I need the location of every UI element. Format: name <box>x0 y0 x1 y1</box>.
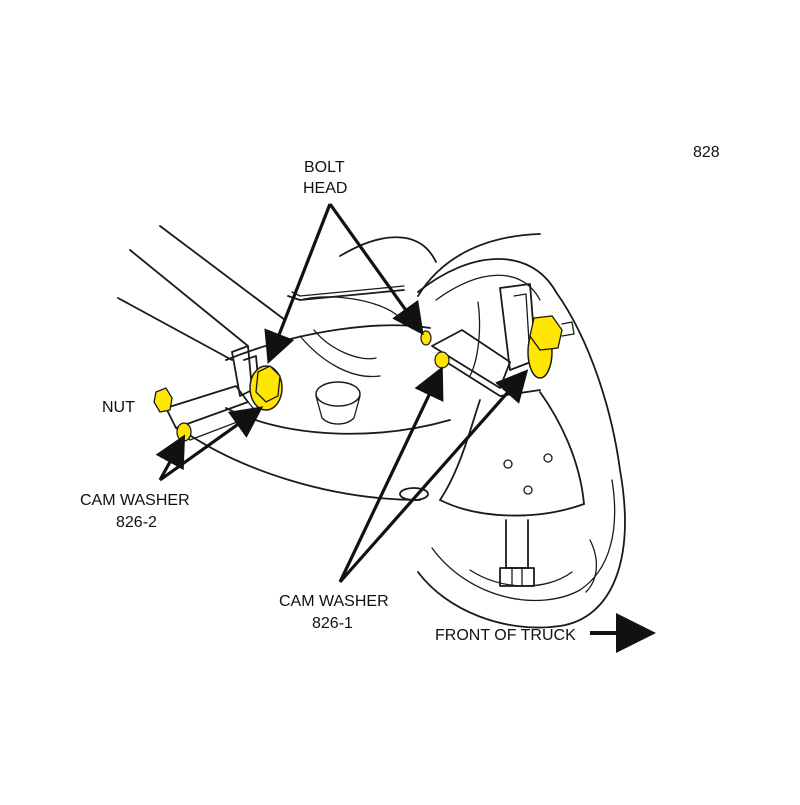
control-arm-tube <box>117 225 399 361</box>
control-arm-body <box>181 285 451 501</box>
cam-washer-826-2-rear <box>176 422 192 442</box>
cam-washer-826-1-rear <box>434 351 450 369</box>
arrow-bolt-head-left <box>264 203 332 364</box>
figure-number: 828 <box>693 144 720 161</box>
nut-part <box>153 387 173 413</box>
nut-label: NUT <box>102 399 135 416</box>
cam-washer-1-label-line2: 826-1 <box>312 615 353 632</box>
cam-washer-2-label-line1: CAM WASHER <box>80 492 190 509</box>
arrow-cam-washer-2-a <box>155 434 186 481</box>
cam-washer-1-label-line1: CAM WASHER <box>279 593 389 610</box>
labels: 828 BOLT HEAD NUT CAM WASHER 826-2 CAM W… <box>80 144 720 644</box>
bolt-head-right <box>420 330 432 346</box>
arrow-bolt-head-right <box>328 203 424 336</box>
tire-outline <box>417 258 626 629</box>
bolt-head-label-line2: HEAD <box>303 180 347 197</box>
callout-arrows <box>155 203 656 653</box>
bolt-head-left <box>255 365 281 403</box>
bolt-head-label-line1: BOLT <box>304 159 345 176</box>
arrow-cam-washer-2-b <box>159 406 264 482</box>
arrow-cam-washer-1-b <box>338 369 529 584</box>
front-nut <box>529 315 563 351</box>
arrow-cam-washer-1-a <box>338 366 444 583</box>
cam-washer-2-label-line2: 826-2 <box>116 514 157 531</box>
highlighted-hardware <box>153 315 575 442</box>
front-of-truck-label: FRONT OF TRUCK <box>435 627 576 644</box>
